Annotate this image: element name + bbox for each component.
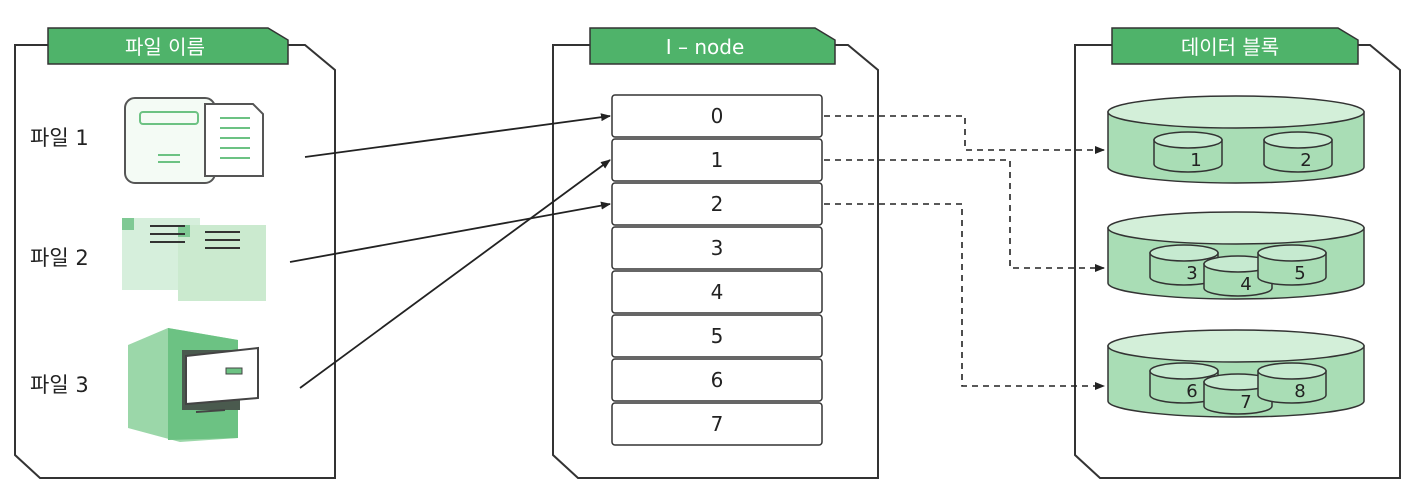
inode-cell: 4 [611,270,823,314]
file-to-inode-arrow [289,201,611,263]
inode-cell-number: 6 [711,368,724,392]
data-blocks-title: 데이터 블록 [1181,35,1279,59]
file-3-label: 파일 3 [30,373,89,397]
inode-tab [589,27,836,65]
data-blocks-tab [1111,27,1359,65]
inode-cell: 6 [611,358,823,402]
inode-cell-number: 3 [711,236,724,260]
inode-cell-box [611,402,823,446]
data-block-body [1203,381,1273,415]
inode-cell-number: 1 [711,148,724,172]
data-block: 6 [1149,362,1219,404]
document-icon [124,97,264,184]
inode-cell: 7 [611,402,823,446]
file-names-panel: 파일 이름 파일 1 파일 2 [14,27,336,479]
disk-cylinder-top [1107,329,1365,363]
file-names-tab [47,27,289,65]
data-block-number: 4 [1240,274,1251,295]
inode-cell-box [611,138,823,182]
inode-cell-number: 7 [711,412,724,436]
data-block-number: 7 [1240,392,1251,413]
data-block: 8 [1257,362,1327,404]
inode-cell-box [611,226,823,270]
file-2-label: 파일 2 [30,246,89,270]
data-block-number: 5 [1294,263,1305,284]
inode-cell-number: 5 [711,324,724,348]
inode-cell-box [611,314,823,358]
inode-cell-box [611,358,823,402]
data-block-number: 1 [1190,150,1201,171]
inode-to-block-arrow [824,115,1105,154]
data-block-body [1203,263,1273,297]
inode-to-block-arrow [824,203,1105,390]
inode-panel: I – node 0 1 2 3 4 5 6 7 [552,27,879,479]
inode-to-block-arrow [824,159,1105,272]
inode-cell: 0 [611,94,823,138]
data-block-number: 2 [1300,150,1311,171]
data-block-number: 6 [1186,381,1197,402]
inode-cell-number: 2 [711,192,724,216]
data-block: 1 [1153,131,1223,173]
file-to-inode-arrow [299,159,611,389]
inode-cell-box [611,182,823,226]
data-block-top [1149,362,1219,380]
inode-cell: 3 [611,226,823,270]
inode-cell: 2 [611,182,823,226]
data-block-group: 3 4 5 [1107,211,1365,300]
file-cabinet-icon [128,328,259,442]
disk-cylinder-top [1107,211,1365,245]
file-1-label: 파일 1 [30,126,89,150]
data-block: 7 [1203,373,1273,415]
inode-cell-box [611,270,823,314]
data-block-top [1149,244,1219,262]
data-block-body [1257,370,1327,404]
file-to-inode-links [289,113,611,389]
data-block-top [1257,362,1327,380]
inode-cell: 5 [611,314,823,358]
data-block: 4 [1203,255,1273,297]
inode-title: I – node [666,35,745,59]
data-block: 2 [1263,131,1333,173]
data-block: 3 [1149,244,1219,286]
data-block-group: 6 7 8 [1107,329,1365,418]
data-block-top [1153,131,1223,149]
file-names-title: 파일 이름 [125,35,205,59]
file-to-inode-arrow [304,113,611,158]
inode-table: 0 1 2 3 4 5 6 7 [611,94,823,446]
inode-cell-number: 4 [711,280,724,304]
inode-to-block-links [824,115,1105,390]
data-block-top [1263,131,1333,149]
data-block-body [1263,139,1333,173]
inode-cell: 1 [611,138,823,182]
data-block-top [1257,244,1327,262]
inode-cell-number: 0 [711,104,724,128]
data-block-body [1257,252,1327,286]
data-block: 5 [1257,244,1327,286]
data-block-body [1153,139,1223,173]
data-block-number: 3 [1186,263,1197,284]
disk-cylinder-top [1107,95,1365,129]
files-icon [122,218,266,301]
inode-cell-box [611,94,823,138]
data-block-number: 8 [1294,381,1305,402]
